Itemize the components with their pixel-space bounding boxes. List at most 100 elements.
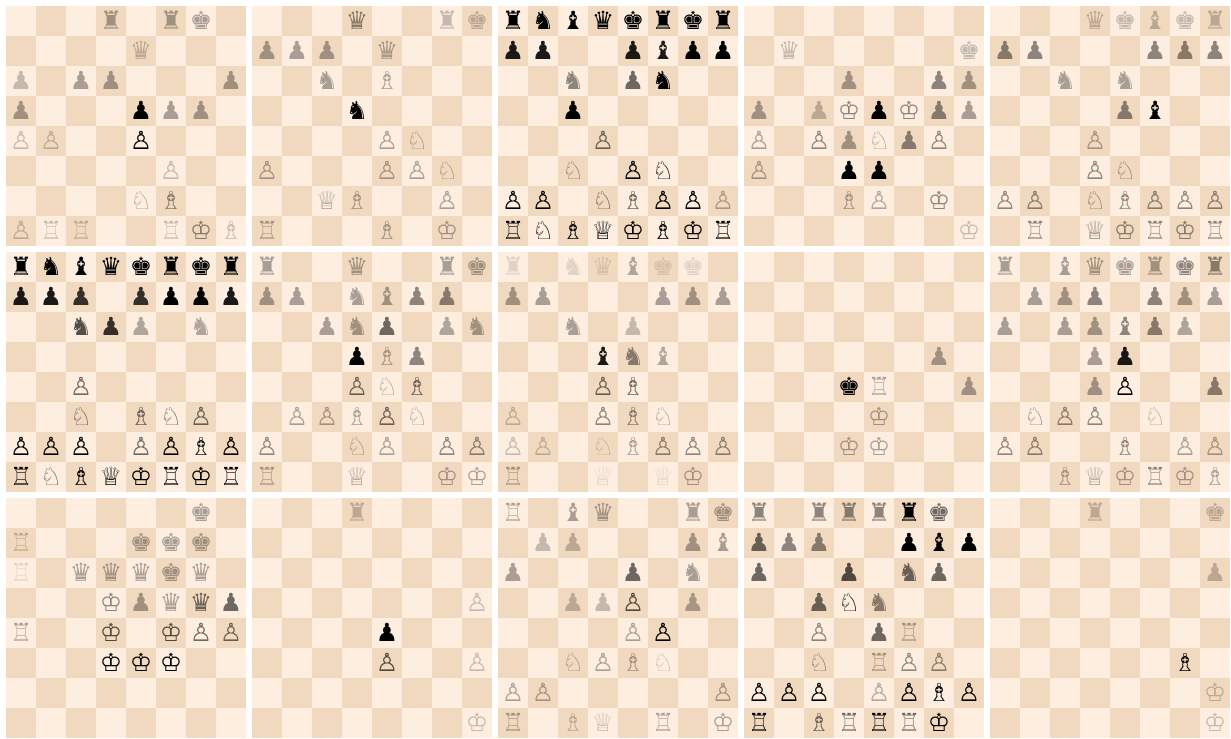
board-square: ♛ xyxy=(588,6,618,36)
board-square: ♟ xyxy=(1020,36,1050,66)
board-square: ♟ xyxy=(432,312,462,342)
board-square: ♟ xyxy=(312,312,342,342)
black-rook-icon: ♜ xyxy=(10,252,32,282)
black-rook-icon: ♜ xyxy=(220,252,242,282)
board-square: ♟ xyxy=(1050,282,1080,312)
black-pawn-icon: ♟ xyxy=(562,96,584,126)
board-square xyxy=(6,372,36,402)
board-square: ♟ xyxy=(528,36,558,66)
board-square xyxy=(1140,156,1170,186)
board-square xyxy=(678,372,708,402)
board-square xyxy=(990,678,1020,708)
board-square xyxy=(558,282,588,312)
white-pawn-icon: ♙ xyxy=(778,678,800,708)
chess-board: ♛♚♝♚♜♟♟♟♟♟♞♞♟♝♙♙♘♙♙♘♗♙♙♙♖♕♔♖♔♖ xyxy=(990,6,1230,246)
board-square xyxy=(1170,708,1200,738)
board-square: ♞ xyxy=(528,6,558,36)
white-pawn-icon: ♙ xyxy=(1054,402,1076,432)
white-pawn-icon: ♙ xyxy=(682,432,704,462)
board-square xyxy=(774,372,804,402)
board-square: ♙ xyxy=(462,432,492,462)
board-square: ♖ xyxy=(894,708,924,738)
board-square: ♙ xyxy=(252,156,282,186)
board-square: ♛ xyxy=(126,36,156,66)
black-pawn-icon: ♟ xyxy=(10,66,32,96)
board-square: ♙ xyxy=(432,186,462,216)
board-square: ♟ xyxy=(648,282,678,312)
black-pawn-icon: ♟ xyxy=(286,36,308,66)
board-square xyxy=(558,372,588,402)
board-square: ♖ xyxy=(216,462,246,492)
board-square: ♖ xyxy=(66,216,96,246)
board-square xyxy=(954,342,984,372)
white-rook-icon: ♖ xyxy=(868,708,890,738)
black-knight-icon: ♞ xyxy=(682,558,704,588)
board-square xyxy=(924,216,954,246)
board-square: ♙ xyxy=(1080,126,1110,156)
board-square: ♜ xyxy=(156,252,186,282)
white-pawn-icon: ♙ xyxy=(532,186,554,216)
board-square: ♟ xyxy=(924,342,954,372)
board-square: ♔ xyxy=(96,588,126,618)
board-square xyxy=(282,618,312,648)
white-bishop-icon: ♗ xyxy=(622,648,644,678)
black-pawn-icon: ♟ xyxy=(1084,372,1106,402)
board-square: ♘ xyxy=(1080,186,1110,216)
white-bishop-icon: ♗ xyxy=(652,216,674,246)
board-square xyxy=(498,156,528,186)
board-square xyxy=(1110,588,1140,618)
board-square: ♜ xyxy=(498,252,528,282)
board-square xyxy=(774,282,804,312)
board-square xyxy=(66,156,96,186)
board-square xyxy=(1050,342,1080,372)
board-square xyxy=(804,252,834,282)
board-square xyxy=(744,342,774,372)
board-square: ♙ xyxy=(648,618,678,648)
board-square xyxy=(1050,156,1080,186)
board-square: ♗ xyxy=(372,216,402,246)
board-square xyxy=(1080,648,1110,678)
board-square: ♝ xyxy=(618,252,648,282)
black-king-icon: ♚ xyxy=(190,498,212,528)
board-square: ♗ xyxy=(558,708,588,738)
board-square xyxy=(156,678,186,708)
board-square xyxy=(462,282,492,312)
board-square: ♟ xyxy=(618,36,648,66)
white-king-icon: ♔ xyxy=(130,648,152,678)
board-square: ♗ xyxy=(66,462,96,492)
board-square: ♟ xyxy=(282,282,312,312)
board-square: ♖ xyxy=(498,462,528,492)
board-square xyxy=(252,708,282,738)
chess-board: ♖♝♛♜♚♟♟♟♝♟♟♞♟♟♙♟♙♙♘♙♗♘♙♙♙♖♗♕♖♔ xyxy=(498,498,738,738)
black-pawn-icon: ♟ xyxy=(532,282,554,312)
board-square: ♜ xyxy=(156,6,186,36)
board-square xyxy=(834,402,864,432)
board-square: ♟ xyxy=(1110,96,1140,126)
board-square xyxy=(1200,648,1230,678)
board-square: ♟ xyxy=(156,96,186,126)
board-square xyxy=(528,708,558,738)
board-square xyxy=(804,186,834,216)
board-square: ♙ xyxy=(990,432,1020,462)
board-square xyxy=(774,588,804,618)
board-square xyxy=(402,588,432,618)
board-square xyxy=(1200,402,1230,432)
board-square xyxy=(282,216,312,246)
board-square xyxy=(462,186,492,216)
board-square: ♙ xyxy=(708,678,738,708)
board-square xyxy=(402,96,432,126)
white-rook-icon: ♖ xyxy=(652,708,674,738)
white-pawn-icon: ♙ xyxy=(808,618,830,648)
black-pawn-icon: ♟ xyxy=(376,618,398,648)
board-square xyxy=(498,372,528,402)
board-square: ♙ xyxy=(402,156,432,186)
board-square: ♙ xyxy=(528,432,558,462)
chess-board: ♟♚♖♟♔♔♔ xyxy=(744,252,984,492)
board-square: ♟ xyxy=(1200,36,1230,66)
black-bishop-icon: ♝ xyxy=(70,252,92,282)
board-square xyxy=(1170,498,1200,528)
board-square xyxy=(312,342,342,372)
white-bishop-icon: ♗ xyxy=(1174,648,1196,678)
board-square: ♛ xyxy=(342,252,372,282)
board-square: ♟ xyxy=(678,36,708,66)
